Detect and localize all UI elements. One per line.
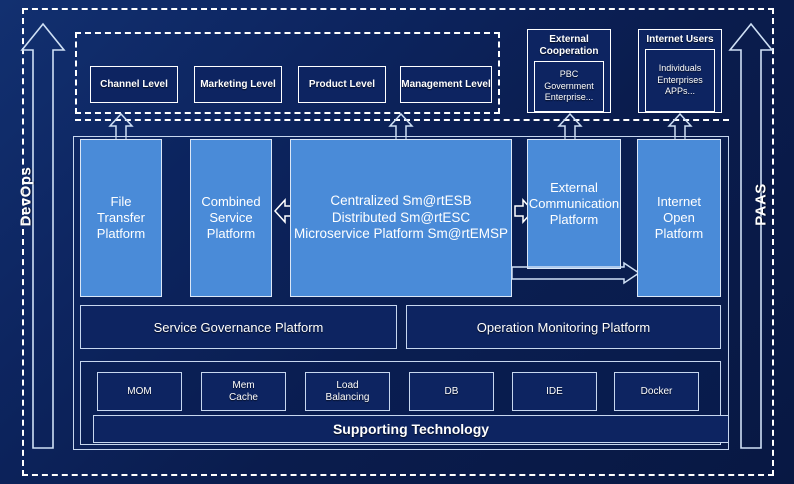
actor-title-internet-users: Internet Users [646,34,713,46]
label-line-3: Platform [206,226,256,242]
outer-dashed-frame [22,8,774,476]
label-line-3: Platform [96,226,146,242]
platform-box-internet-open[interactable]: Internet Open Platform [637,139,721,297]
platform-label-esb: Centralized Sm@rtESB Distributed Sm@rtES… [294,193,508,244]
platform-label-internet-open: Internet Open Platform [655,194,703,243]
right-arrow-icon-esb-to-external-comm [514,198,535,224]
tech-label-ide: IDE [546,385,563,397]
consumer-levels-group [75,32,500,114]
tech-box-mem-cache[interactable]: Mem Cache [201,372,286,411]
platform-box-esb-esc-emsp[interactable]: Centralized Sm@rtESB Distributed Sm@rtES… [290,139,512,297]
actor-detail-external-cooperation: PBC Government Enterprise... [533,61,605,112]
label-line-2: Distributed Sm@rtESC [331,209,471,225]
label-line-2: Service [209,209,253,225]
tech-label-load-balancing: Load Balancing [326,380,370,404]
label-line-2: Cache [229,391,258,403]
actor-detail-internet-users: Individuals Enterprises APPs... [644,49,716,112]
label-line-3: Platform [549,212,599,228]
tech-box-load-balancing[interactable]: Load Balancing [305,372,390,411]
devops-label: DevOps [17,166,35,227]
box-operation-monitoring-platform[interactable]: Operation Monitoring Platform [406,305,721,349]
label-line-2: Open [663,209,695,225]
actor-box-internet-users[interactable]: Internet Users Individuals Enterprises A… [638,29,722,113]
platform-label-file-transfer: File Transfer Platform [97,194,145,243]
tech-label-mem-cache: Mem Cache [229,380,258,404]
tech-box-ide[interactable]: IDE [512,372,597,411]
tech-label-docker: Docker [640,385,673,397]
supporting-technology-bar: Supporting Technology [93,415,729,443]
box-service-governance-platform[interactable]: Service Governance Platform [80,305,397,349]
actor-detail-text: Individuals Enterprises APPs... [657,62,703,97]
paas-label: PAAS [752,183,770,226]
actor-title-line-1: External Cooperation [539,34,599,57]
tech-box-docker[interactable]: Docker [614,372,699,411]
label-line-2: Communication [528,195,620,211]
actor-box-external-cooperation[interactable]: External Cooperation PBC Government Ente… [527,29,611,113]
label-line-1: External [550,179,598,195]
platform-box-external-communication[interactable]: External Communication Platform [527,139,621,269]
platform-box-combined-service[interactable]: Combined Service Platform [190,139,272,297]
level-box-management[interactable]: Management Level [400,66,492,103]
tech-box-db[interactable]: DB [409,372,494,411]
level-box-channel[interactable]: Channel Level [90,66,178,103]
right-arrow-icon-esb-to-internet-open [511,261,641,285]
actor-detail-text: PBC Government Enterprise... [544,68,594,103]
label-line-3: Microservice Platform Sm@rtEMSP [294,226,508,242]
label-line-1: File [110,193,132,209]
label-line-3: Platform [654,226,704,242]
platform-box-file-transfer[interactable]: File Transfer Platform [80,139,162,297]
platform-label-external-communication: External Communication Platform [529,180,619,229]
label-line-2: Balancing [325,391,370,403]
tech-label-mom: MOM [127,385,152,397]
level-box-marketing[interactable]: Marketing Level [194,66,282,103]
tech-box-mom[interactable]: MOM [97,372,182,411]
devops-big-up-arrow-icon [20,22,66,450]
label-line-1: Load [336,379,359,391]
label-line-1: Centralized Sm@rtESB [330,192,472,208]
platform-label-combined-service: Combined Service Platform [201,194,260,243]
actor-title-line-1: Internet Users [646,34,714,45]
tech-label-db: DB [444,385,459,397]
label-line-1: Internet [656,193,702,209]
label-line-1: Mem [232,379,255,391]
paas-big-up-arrow-icon [728,22,774,450]
label-line-2: Transfer [97,209,145,225]
layer-separator-dashed-line [75,119,729,121]
label-line-1: Combined [201,193,261,209]
level-box-product[interactable]: Product Level [298,66,386,103]
actor-title-external-cooperation: External Cooperation [528,34,610,58]
